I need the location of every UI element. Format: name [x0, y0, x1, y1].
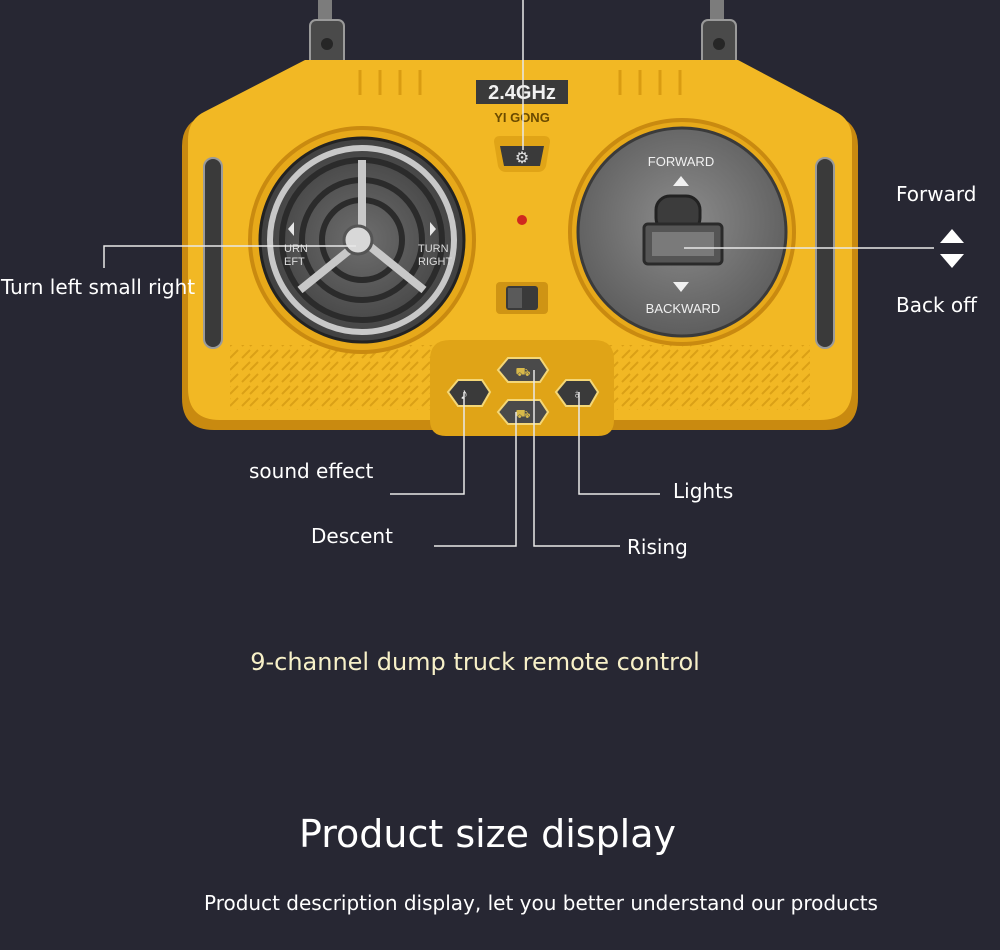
left-antenna	[309, 0, 345, 69]
badge-brand: YI GONG	[494, 110, 550, 125]
forward-text: FORWARD	[648, 154, 714, 169]
lights-callout: Lights	[673, 479, 734, 503]
mode-icon: ⚙	[515, 150, 529, 167]
remote-control-illustration: URN EFT TURN RIGHT 2.4GHz YI GONG ⚙	[103, 0, 964, 547]
turn-right-text-line2: RIGHT	[418, 256, 453, 268]
sound-callout: sound effect	[249, 459, 374, 483]
button-cluster	[430, 340, 614, 436]
forward-callout: Forward	[896, 182, 977, 206]
rising-callout: Rising	[627, 535, 688, 559]
right-antenna	[701, 0, 737, 69]
descent-button[interactable]: ⛟	[496, 399, 550, 425]
brand-badge: 2.4GHz YI GONG	[476, 80, 568, 125]
section-title: Product size display	[298, 812, 677, 856]
badge-frequency: 2.4GHz	[488, 82, 556, 104]
power-switch[interactable]	[496, 282, 548, 314]
right-grip	[815, 157, 835, 349]
callout-lines	[103, 0, 934, 547]
rising-button[interactable]: ⛟	[496, 357, 550, 383]
descent-callout: Descent	[311, 524, 393, 548]
turn-left-text-line2: EFT	[284, 256, 305, 268]
mode-button[interactable]: ⚙	[494, 136, 550, 172]
left-grip	[203, 157, 223, 349]
power-led	[517, 215, 527, 225]
steering-wheel[interactable]: URN EFT TURN RIGHT	[248, 126, 476, 354]
top-ridges	[358, 70, 682, 95]
sound-button[interactable]: ♪	[446, 379, 492, 407]
turn-callout: Turn left small right	[1, 275, 196, 299]
product-caption: 9-channel dump truck remote control	[250, 648, 700, 676]
bulb-icon: ♁	[572, 386, 582, 401]
turn-left-text: URN	[284, 243, 308, 255]
dump-truck-up-icon: ⛟	[515, 365, 530, 379]
lights-button[interactable]: ♁	[554, 379, 600, 407]
section-subtitle: Product description display, let you bet…	[204, 891, 878, 915]
updown-arrow-icon	[940, 229, 964, 268]
svg-text:TURN RIGHT: TURN RIGHT	[418, 243, 453, 268]
dump-truck-down-icon: ⛟	[515, 407, 530, 421]
back-callout: Back off	[896, 293, 977, 317]
throttle-control[interactable]: FORWARD BACKWARD	[568, 118, 796, 346]
turn-right-text: TURN	[418, 243, 449, 255]
backward-text: BACKWARD	[646, 301, 721, 316]
